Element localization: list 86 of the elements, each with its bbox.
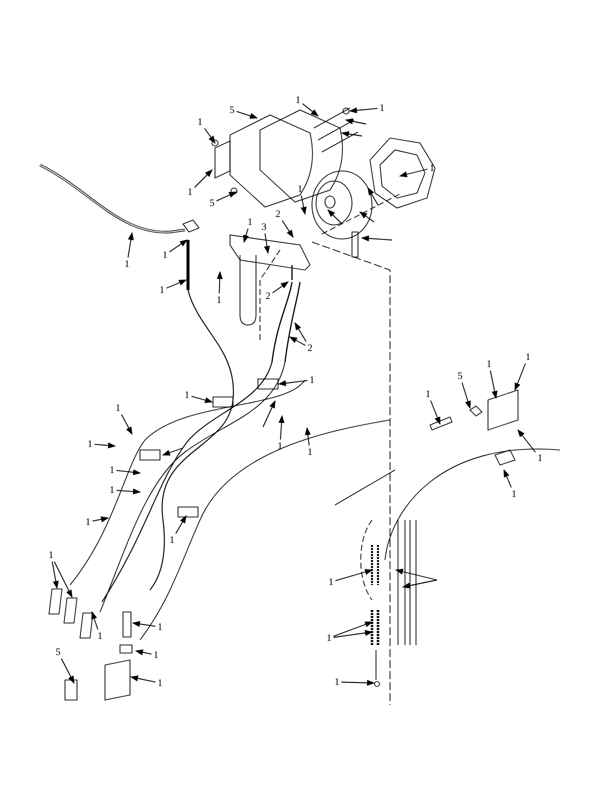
- callout-number: 1: [294, 94, 302, 106]
- leader-arrow: [282, 220, 294, 238]
- leader-arrow: [514, 363, 526, 391]
- callout-number: 1: [428, 162, 436, 174]
- callout-number: 1: [328, 576, 334, 588]
- leader-arrow: [54, 561, 72, 598]
- leader-arrow: [166, 280, 187, 289]
- leader-arrow: [335, 569, 373, 582]
- callout-number: 1: [276, 440, 284, 452]
- callout-number: 1: [424, 388, 432, 400]
- callout-number: 1: [124, 258, 130, 270]
- leader-arrow: [272, 281, 289, 294]
- callout-number: 1: [86, 438, 94, 450]
- callout-number: 5: [456, 370, 464, 382]
- callout-number: 1: [84, 516, 92, 528]
- leader-arrow: [302, 103, 319, 117]
- leader-arrow: [243, 228, 249, 243]
- leader-arrow: [333, 622, 373, 637]
- leader-arrow: [490, 370, 498, 399]
- leader-arrow: [116, 488, 141, 494]
- leader-arrow: [294, 322, 307, 342]
- callout-number: 1: [108, 484, 116, 496]
- leader-arrow: [289, 336, 306, 346]
- leader-arrow: [341, 680, 375, 686]
- leader-arrow: [175, 515, 186, 534]
- leader-arrow: [264, 233, 270, 254]
- callout-number: 1: [156, 622, 164, 632]
- callout-number: 5: [54, 646, 62, 658]
- leader-arrow: [349, 107, 378, 114]
- leader-arrow: [278, 415, 285, 440]
- leader-arrow: [517, 429, 536, 453]
- callout-number: 1: [158, 284, 166, 296]
- callout-number: 1: [114, 402, 122, 414]
- leader-arrow: [462, 382, 471, 409]
- leader-arrow: [92, 516, 109, 522]
- callout-number: 1: [296, 184, 304, 194]
- callout-number: 1: [536, 452, 544, 464]
- leader-arrow: [204, 128, 216, 144]
- callout-number: 1: [168, 534, 176, 546]
- callout-number: 1: [108, 464, 116, 476]
- callout-number: 1: [162, 250, 168, 260]
- callout-number: 1: [96, 630, 104, 642]
- leader-arrow: [60, 658, 74, 684]
- callout-number: 2: [264, 290, 272, 302]
- callout-number: 1: [334, 676, 340, 688]
- leader-arrow: [333, 630, 373, 638]
- leader-arrow: [236, 111, 258, 119]
- callout-number: 1: [216, 294, 222, 306]
- leader-arrow: [430, 400, 440, 425]
- leader-arrow: [194, 169, 213, 188]
- leader-arrow: [116, 469, 141, 476]
- leader-arrow: [216, 192, 237, 202]
- leader-arrow: [94, 442, 116, 448]
- callout-number: 1: [326, 632, 332, 644]
- leader-arrow: [128, 232, 134, 258]
- leader-arrow: [52, 561, 59, 589]
- leader-arrow: [130, 675, 156, 683]
- callout-number: 2: [306, 342, 314, 354]
- leader-arrow: [191, 396, 213, 403]
- leader-arrow: [304, 427, 311, 446]
- callout-number: 1: [48, 550, 54, 560]
- callout-number: 3: [260, 222, 268, 232]
- callout-number: 5: [208, 198, 216, 208]
- callout-number: 1: [246, 216, 254, 228]
- leader-arrow: [121, 414, 132, 435]
- callout-number: 1: [510, 488, 518, 500]
- callout-number: 1: [378, 102, 386, 114]
- leader-arrow: [132, 621, 156, 627]
- leader-arrow: [504, 469, 512, 488]
- leader-arrow: [91, 611, 98, 630]
- leader-arrow: [300, 195, 307, 215]
- callout-number: 1: [184, 390, 190, 400]
- leader-arrow: [135, 649, 152, 656]
- callout-number: 1: [486, 358, 492, 370]
- callout-number: 1: [152, 650, 160, 660]
- leader-arrow: [216, 271, 223, 294]
- leader-arrow: [278, 380, 308, 386]
- callout-number: 1: [308, 374, 316, 386]
- leader-arrow: [169, 239, 188, 252]
- callout-number: 2: [274, 208, 282, 220]
- callout-number: 1: [524, 352, 532, 362]
- callout-number: 1: [306, 446, 314, 458]
- callout-number: 1: [196, 116, 204, 128]
- callout-number: 1: [186, 186, 194, 198]
- callout-number: 5: [228, 104, 236, 116]
- callout-number: 1: [156, 678, 164, 688]
